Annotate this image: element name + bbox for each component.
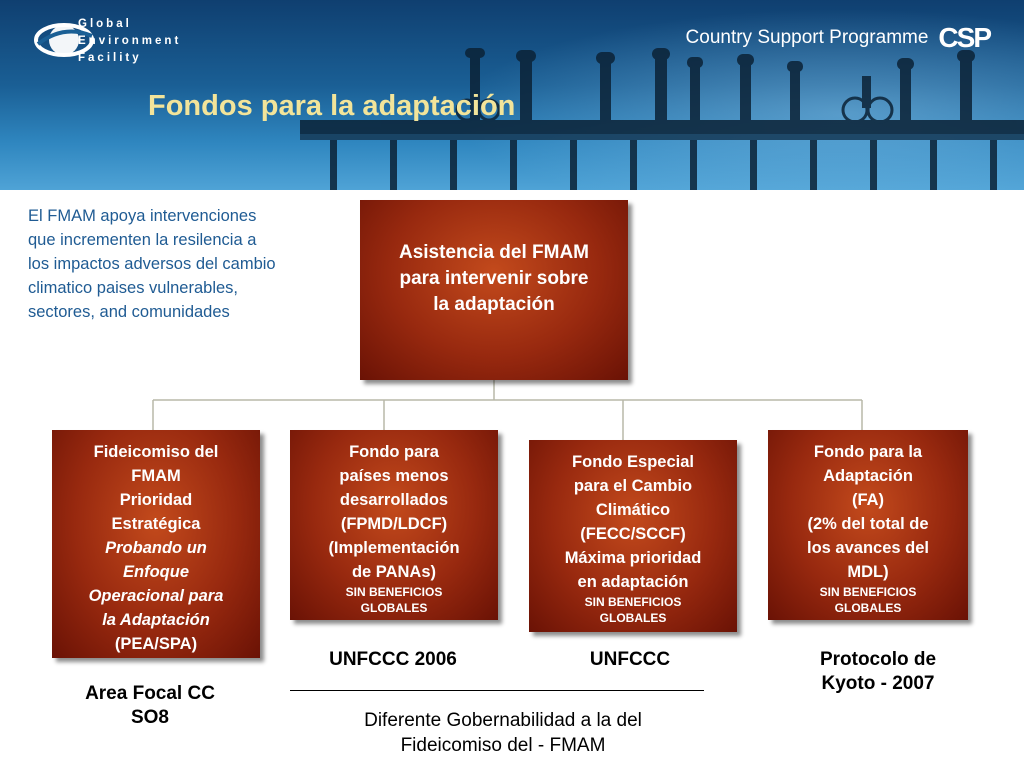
box-line: Fondo para la — [813, 443, 923, 461]
box-line: (2% del total de — [807, 515, 929, 533]
root-line: para intervenir sobre — [399, 268, 589, 289]
no-global-benefits-note: GLOBALES — [834, 601, 902, 615]
box-line: países menos — [339, 467, 449, 485]
box-line-italic: Operacional para — [88, 587, 224, 605]
box-line: los avances del — [807, 539, 929, 557]
box-ldcf: Fondo para países menos desarrollados (F… — [290, 430, 498, 620]
box-line: desarrollados — [339, 491, 449, 509]
programme-name: Country Support Programme — [685, 27, 929, 48]
box-line: Fondo Especial — [572, 453, 694, 471]
box-line: (FPMD/LDCF) — [340, 515, 448, 533]
root-box-gef-assistance: Asistencia del FMAM para intervenir sobr… — [360, 200, 628, 380]
root-line: Asistencia del FMAM — [398, 242, 590, 263]
gef-logo-text: Global Environment Facility — [78, 16, 181, 67]
label-unfccc-2006: UNFCCC 2006 — [329, 649, 457, 670]
intro-text: El FMAM apoya intervenciones que increme… — [28, 207, 276, 321]
box-line: Estratégica — [111, 515, 201, 533]
box-gef-trust-fund: Fideicomiso del FMAM Prioridad Estratégi… — [52, 430, 260, 658]
box-line: FMAM — [131, 467, 181, 485]
governance-line: Fideicomiso del - FMAM — [400, 735, 606, 756]
box-line-italic: la Adaptación — [102, 611, 210, 629]
bridge-silhouette-image — [300, 48, 1024, 190]
box-line-italic: Enfoque — [123, 563, 189, 581]
programme-branding: Country Support Programme CSP — [685, 22, 992, 54]
box-line: Fideicomiso del — [93, 443, 219, 461]
label-line: Kyoto - 2007 — [821, 673, 935, 694]
csp-mark-logo: CSP — [938, 22, 992, 53]
no-global-benefits-note: GLOBALES — [360, 601, 428, 615]
separator-rule — [290, 690, 704, 691]
box-sccf: Fondo Especial para el Cambio Climático … — [529, 440, 737, 632]
label-line: Protocolo de — [819, 649, 937, 670]
box-line: (FECC/SCCF) — [580, 525, 686, 543]
label-kyoto: Protocolo de Kyoto - 2007 — [780, 648, 976, 696]
root-line: la adaptación — [433, 294, 555, 315]
label-area-focal: Area Focal CC SO8 — [52, 682, 248, 730]
box-line: Prioridad — [119, 491, 193, 509]
no-global-benefits-note: GLOBALES — [599, 611, 667, 625]
header-banner: Global Environment Facility Country Supp… — [0, 0, 1024, 190]
box-line: Climático — [595, 501, 671, 519]
box-line: Fondo para — [349, 443, 439, 461]
page-title: Fondos para la adaptación — [148, 90, 516, 122]
box-line: (FA) — [851, 491, 885, 509]
no-global-benefits-note: SIN BENEFICIOS — [819, 585, 917, 599]
label-line: Area Focal CC — [85, 683, 215, 704]
box-line: (PEA/SPA) — [114, 635, 198, 653]
box-adaptation-fund: Fondo para la Adaptación (FA) (2% del to… — [768, 430, 968, 620]
box-line: en adaptación — [577, 573, 689, 591]
box-line: MDL) — [847, 563, 889, 581]
box-line-italic: Probando un — [105, 539, 207, 557]
logo-line-3: Facility — [78, 52, 142, 64]
box-line: Adaptación — [823, 467, 913, 485]
box-line: de PANAs) — [351, 563, 437, 581]
logo-line-2: Environment — [78, 35, 182, 47]
box-line: Máxima prioridad — [564, 549, 702, 567]
box-line: para el Cambio — [573, 477, 693, 495]
logo-line-1: Global — [78, 18, 132, 30]
gef-globe-logo-icon — [34, 23, 94, 57]
no-global-benefits-note: SIN BENEFICIOS — [345, 585, 443, 599]
label-unfccc: UNFCCC — [589, 649, 671, 670]
box-line: (Implementación — [328, 539, 460, 557]
no-global-benefits-note: SIN BENEFICIOS — [584, 595, 682, 609]
governance-note: Diferente Gobernabilidad a la del Fideic… — [300, 708, 706, 758]
label-line: SO8 — [130, 707, 170, 728]
governance-line: Diferente Gobernabilidad a la del — [364, 710, 642, 731]
